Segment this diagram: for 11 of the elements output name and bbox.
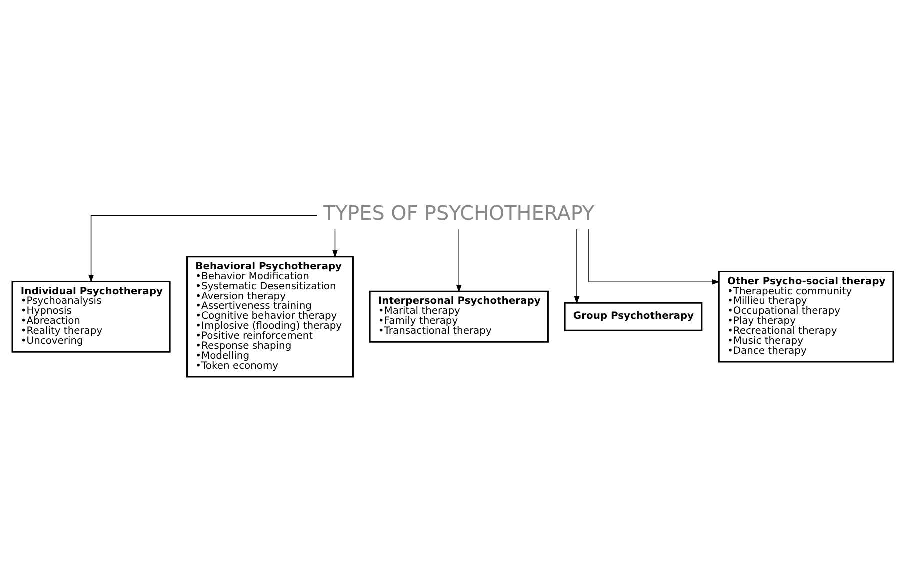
- node-box: Interpersonal Psychotherapy •Marital therapy •Family therapy •Transactional therapy: [369, 290, 549, 342]
- node-box: Group Psychotherapy: [564, 302, 703, 331]
- arrow: [574, 228, 580, 304]
- arrow: [588, 228, 720, 284]
- node-text: TYPES OF PSYCHOTHERAPY: [323, 202, 595, 225]
- node-box: Other Psycho-social therapy •Therapeutic community •Millieu therapy •Occupational therapy •Play therapy •Recreational therapy •Music therapy •Dance therapy: [718, 270, 894, 362]
- node-box: Individual Psychotherapy •Psychoanalysis •Hypnosis •Abreaction •Reality therapy •Uncovering: [12, 280, 171, 352]
- arrow: [332, 228, 338, 258]
- node-box: Behavioral Psychotherapy •Behavior Modification •Systematic Desensitization •Aversion therapy •Assertiveness training •Cognitive behavior therapy •Implosive (flooding) therapy •Positive reinforcement •Response shaping •Modelling •Token economy: [186, 256, 354, 378]
- arrow: [456, 228, 462, 292]
- arrow: [88, 214, 318, 282]
